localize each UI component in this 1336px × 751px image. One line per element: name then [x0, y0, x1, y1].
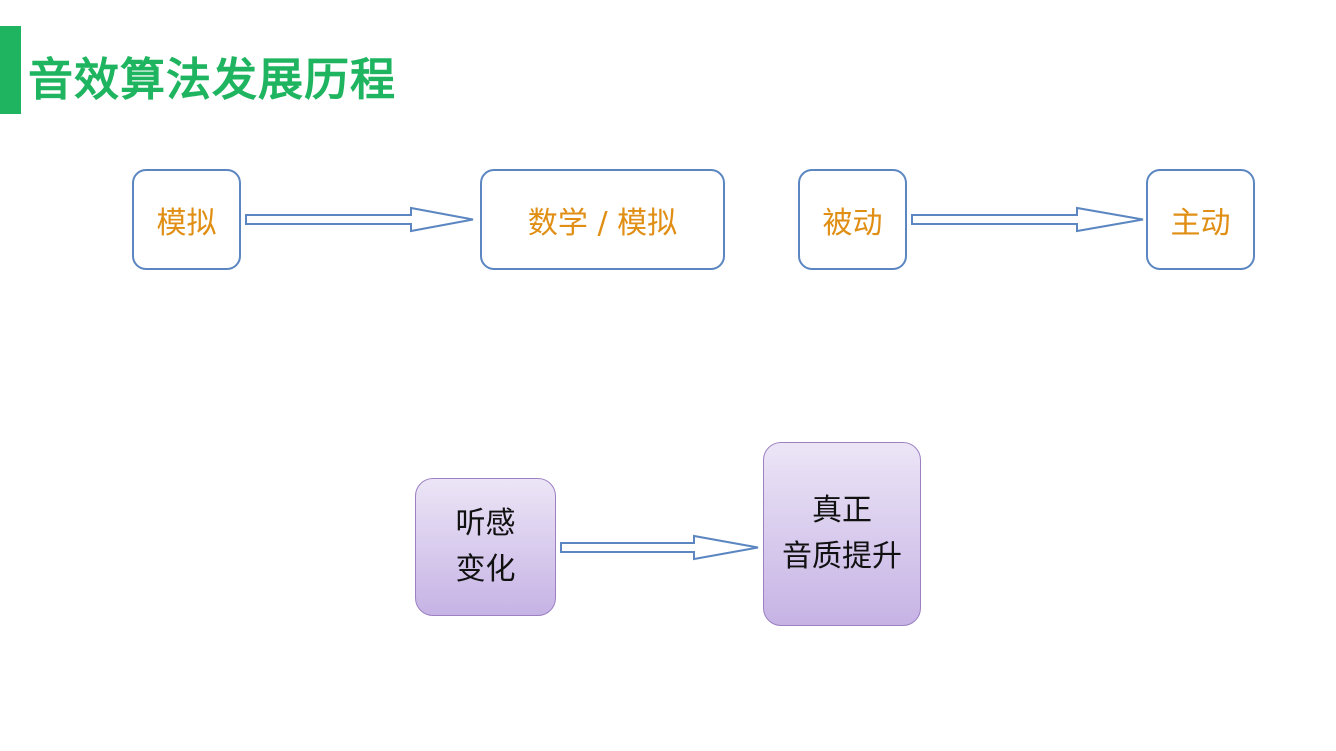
box-active: 主动 — [1146, 169, 1255, 270]
box-simulation: 模拟 — [132, 169, 241, 270]
box-hearing-change-line-1: 听感 — [455, 506, 516, 541]
box-hearing-change-label: 听感 变化 — [456, 501, 516, 593]
box-hearing-change-line-2: 变化 — [455, 552, 516, 587]
arrow-right-icon — [911, 206, 1144, 233]
box-simulation-label: 模拟 — [156, 205, 217, 241]
slide-title: 音效算法发展历程 — [28, 53, 397, 106]
box-true-quality-improvement: 真正 音质提升 — [763, 442, 921, 626]
box-active-label: 主动 — [1170, 205, 1231, 241]
box-hearing-change: 听感 变化 — [415, 478, 556, 616]
box-true-quality-line-1: 真正 — [812, 493, 872, 528]
box-math-simulation: 数学 / 模拟 — [480, 169, 725, 270]
box-true-quality-line-2: 音质提升 — [782, 539, 902, 574]
arrow-right-icon — [245, 206, 474, 233]
arrow-right-icon — [560, 534, 759, 561]
box-passive: 被动 — [798, 169, 907, 270]
box-passive-label: 被动 — [822, 205, 883, 241]
title-accent-bar — [0, 26, 21, 114]
box-math-simulation-label: 数学 / 模拟 — [527, 205, 678, 241]
box-true-quality-improvement-label: 真正 音质提升 — [782, 488, 902, 580]
